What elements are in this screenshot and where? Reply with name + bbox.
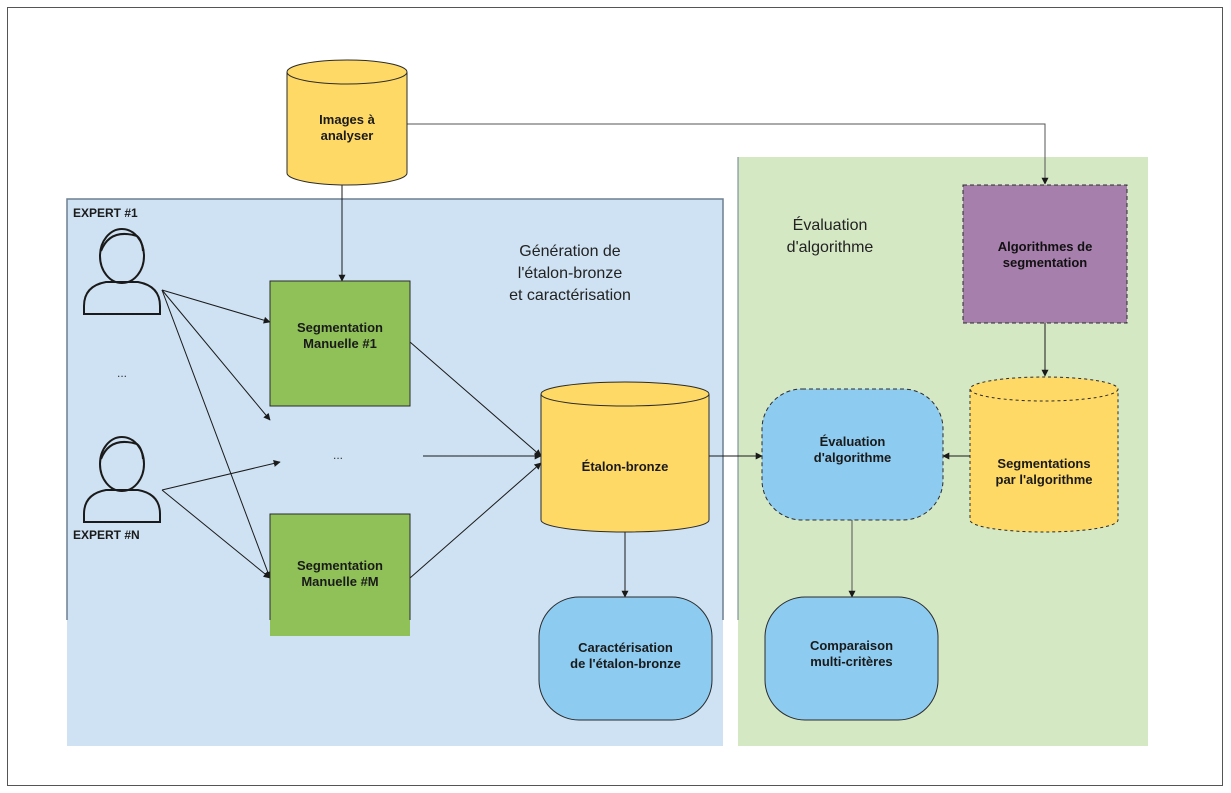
person-icon [83,436,161,523]
caracterisation-label: Caractérisation de l'étalon-bronze [570,640,681,671]
right-section-title: Évaluation d'algorithme [786,217,874,256]
evaluation-box [761,388,944,521]
seg-manual-1-label: Segmentation Manuelle #1 [297,320,383,351]
comparaison-label: Comparaison multi-critères [809,638,894,669]
outer-frame [7,7,1223,786]
etalon-bronze-database-icon [540,381,710,533]
person-icon [83,228,161,315]
caracterisation-box [538,596,713,721]
algorithms-box [962,184,1128,324]
segmentations-algo-database-icon [969,376,1119,533]
left-section-title: Génération de l'étalon-bronze et caracté… [509,243,631,304]
segmentation-ellipsis: ... [333,448,344,462]
algorithms-label: Algorithmes de segmentation [997,239,1093,270]
expert-first-label: EXPERT #1 [73,206,138,220]
seg-manual-1-box [269,280,411,407]
evaluation-label: Évaluation d'algorithme [813,434,892,465]
connectors [161,123,1049,598]
comparaison-box [764,596,939,721]
segmentations-algo-label: Segmentations par l'algorithme [995,456,1093,487]
seg-manual-m-box-lower [270,620,410,636]
seg-manual-m-box-upper [269,513,411,620]
expert-ellipsis: ... [117,366,128,380]
images-label: Images à analyser [319,112,375,143]
seg-manual-m-label: Segmentation Manuelle #M [297,558,383,589]
etalon-bronze-label: Étalon-bronze [581,459,669,474]
images-database-icon [286,59,408,186]
expert-last-label: EXPERT #N [73,528,140,542]
